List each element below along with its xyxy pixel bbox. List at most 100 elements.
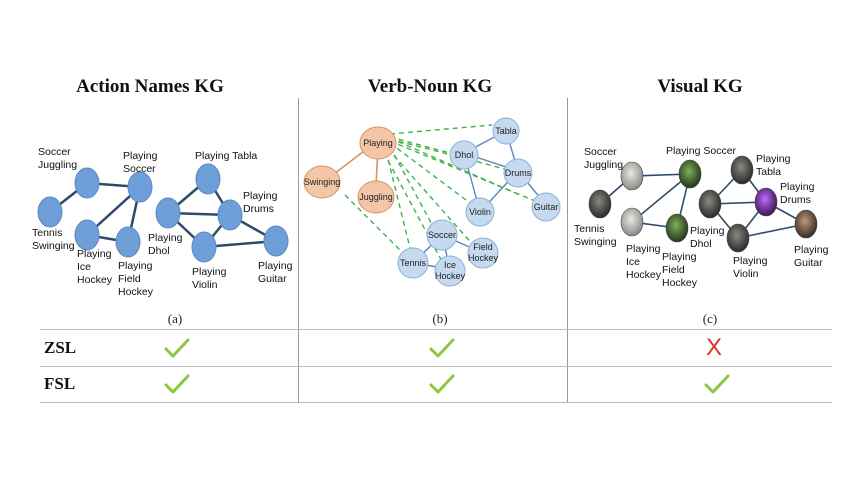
panel-action-names-kg: Soccer Juggling Playing Soccer Playing T… <box>32 146 293 298</box>
node-playing-field-hockey-image <box>665 213 689 243</box>
label-playing-dhol-2: Dhol <box>148 245 170 257</box>
label-soccer-juggling-2: Juggling <box>38 159 77 171</box>
node-playing-tabla-image <box>730 155 754 185</box>
label-tennis: Tennis <box>400 258 427 268</box>
table-line-top <box>40 329 832 330</box>
check-icon <box>164 374 190 394</box>
node-playing-guitar <box>263 225 289 257</box>
label-c-playing-dhol-1: Playing <box>690 225 725 237</box>
label-playing-drums-1: Playing <box>243 190 278 202</box>
node-playing-tabla <box>195 163 221 195</box>
separator-b-c <box>567 98 568 403</box>
panel-verb-noun-kg: Playing Swinging Juggling Tabla Dhol Dru… <box>303 117 561 287</box>
node-playing-violin-image <box>726 223 750 253</box>
label-playing-field-hockey-2: Field <box>118 273 141 285</box>
label-c-playing-dhol-2: Dhol <box>690 238 712 250</box>
label-c-playing-violin-1: Playing <box>733 255 768 267</box>
node-dhol <box>449 140 479 170</box>
check-icon <box>429 374 455 394</box>
label-playing-ice-hockey-2: Ice <box>77 261 91 273</box>
label-playing-ice-hockey-1: Playing <box>77 248 112 260</box>
label-playing-guitar-2: Guitar <box>258 273 287 285</box>
node-soccer <box>426 219 458 251</box>
node-playing-dhol <box>155 197 181 229</box>
node-playing-soccer-image <box>678 159 702 189</box>
label-playing-field-hockey-3: Hockey <box>118 286 154 298</box>
label-c-playing-field-hockey-1: Playing <box>662 251 697 263</box>
label-soccer-juggling-1: Soccer <box>38 146 71 158</box>
label-c-tennis-swinging-2: Swinging <box>574 236 617 248</box>
node-playing <box>359 126 397 160</box>
label-playing-soccer-1: Playing <box>123 150 158 162</box>
table-line-bottom <box>40 402 832 403</box>
node-tennis-swinging-image <box>588 189 612 219</box>
node-guitar <box>531 192 561 222</box>
node-violin <box>465 197 495 227</box>
label-c-playing-field-hockey-2: Field <box>662 264 685 276</box>
label-c-playing-guitar-1: Playing <box>794 244 829 256</box>
label-c-playing-violin-2: Violin <box>733 268 759 280</box>
row-label-fsl: FSL <box>44 374 76 393</box>
node-soccer-juggling-image <box>620 161 644 191</box>
label-c-playing-guitar-2: Guitar <box>794 257 823 269</box>
node-soccer-juggling <box>37 196 63 228</box>
label-playing-dhol-1: Playing <box>148 232 183 244</box>
node-playing-field-hockey <box>115 226 141 258</box>
label-playing-violin-1: Playing <box>192 266 227 278</box>
node-tennis <box>397 247 429 279</box>
node-juggling <box>357 180 395 214</box>
label-juggling: Juggling <box>359 192 393 202</box>
node-playing-dhol-image <box>698 189 722 219</box>
label-playing-guitar-1: Playing <box>258 260 293 272</box>
label-soccer: Soccer <box>428 230 456 240</box>
panel-visual-kg: Soccer Juggling Playing Soccer Playing T… <box>574 145 829 289</box>
node-playing-violin <box>191 231 217 263</box>
label-c-playing-ice-hockey-1: Playing <box>626 243 661 255</box>
label-playing-tabla: Playing Tabla <box>195 150 257 162</box>
label-ice-hockey-1: Ice <box>444 260 456 270</box>
label-c-playing-field-hockey-3: Hockey <box>662 277 698 289</box>
node-playing-drums-image <box>754 187 778 217</box>
label-field-hockey-2: Hockey <box>468 253 499 263</box>
node-tennis-swinging <box>74 219 100 251</box>
label-playing-ice-hockey-3: Hockey <box>77 274 113 286</box>
label-drums: Drums <box>505 168 532 178</box>
check-icon <box>429 338 455 358</box>
label-playing: Playing <box>363 138 393 148</box>
node-playing-drums <box>217 199 243 231</box>
label-tabla: Tabla <box>495 126 517 136</box>
check-icon <box>704 374 730 394</box>
label-guitar: Guitar <box>534 202 559 212</box>
node-tabla <box>492 117 520 145</box>
cross-icon: X <box>706 334 723 361</box>
separator-a-b <box>298 98 299 403</box>
node-playing-soccer <box>74 167 100 199</box>
node-field-hockey <box>467 237 499 269</box>
table-line-middle <box>40 366 832 367</box>
label-c-playing-tabla-2: Tabla <box>756 166 781 178</box>
label-playing-soccer-2: Soccer <box>123 163 156 175</box>
title-visual-kg: Visual KG <box>657 76 743 97</box>
label-c-soccer-juggling-1: Soccer <box>584 146 617 158</box>
label-playing-field-hockey-1: Playing <box>118 260 153 272</box>
node-playing-ice-hockey <box>127 171 153 203</box>
title-action-names-kg: Action Names KG <box>76 76 224 97</box>
row-label-zsl: ZSL <box>44 338 77 357</box>
sublabel-c: (c) <box>702 311 718 326</box>
label-playing-violin-2: Violin <box>192 279 218 291</box>
label-ice-hockey-2: Hockey <box>435 271 466 281</box>
sublabel-b: (b) <box>432 311 448 326</box>
check-icon <box>164 338 190 358</box>
label-c-playing-soccer: Playing Soccer <box>666 145 737 157</box>
sublabel-a: (a) <box>167 311 183 326</box>
label-dhol: Dhol <box>455 150 474 160</box>
label-c-playing-drums-2: Drums <box>780 194 811 206</box>
label-c-tennis-swinging-1: Tennis <box>574 223 604 235</box>
label-c-playing-drums-1: Playing <box>780 181 815 193</box>
node-drums <box>503 158 533 188</box>
node-swinging <box>303 165 341 199</box>
label-c-playing-ice-hockey-2: Ice <box>626 256 640 268</box>
label-c-playing-tabla-1: Playing <box>756 153 791 165</box>
node-playing-ice-hockey-image <box>620 207 644 237</box>
label-playing-drums-2: Drums <box>243 203 274 215</box>
